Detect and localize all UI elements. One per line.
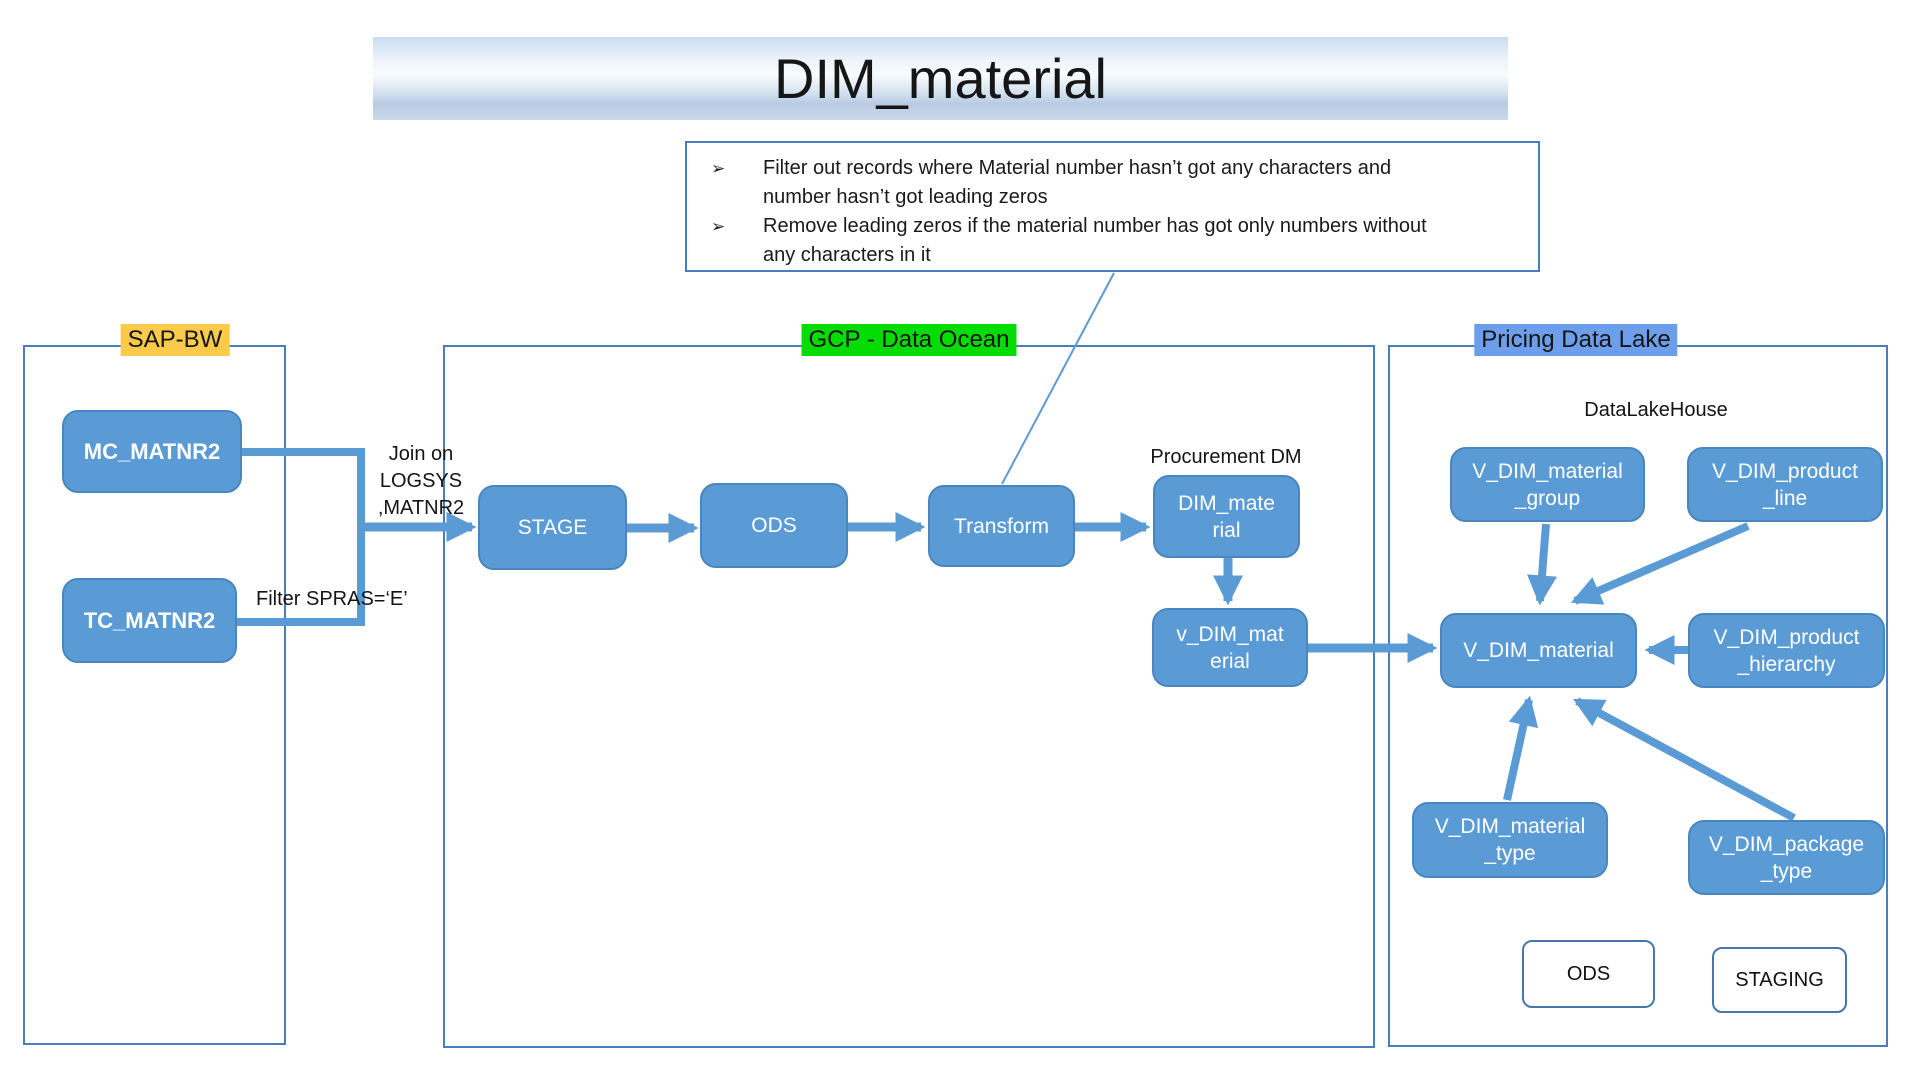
node-v-dim-material-group: V_DIM_material _group [1450,447,1645,522]
node-tc-matnr2: TC_MATNR2 [62,578,237,663]
store-ods: ODS [1522,940,1655,1008]
note-bullet-1-text: Filter out records where Material number… [763,157,1392,208]
note-bullet-2: ➢ Remove leading zeros if the material n… [711,212,1520,270]
node-stage: STAGE [478,485,627,570]
zone-label-sap-bw: SAP-BW [120,324,230,356]
transform-notes-box: ➢ Filter out records where Material numb… [685,141,1540,272]
procurement-dm-label: Procurement DM [1150,446,1302,468]
zone-label-pricing-data-lake: Pricing Data Lake [1474,324,1678,356]
zone-label-gcp-data-ocean: GCP - Data Ocean [801,324,1017,356]
filter-condition-label: Filter SPRAS=‘E’ [256,588,408,610]
bullet-arrow-icon: ➢ [711,159,726,178]
note-bullet-1: ➢ Filter out records where Material numb… [711,154,1520,212]
node-v-dim-product-line: V_DIM_product _line [1687,447,1883,522]
page-title: DIM_material [373,37,1508,120]
node-transform: Transform [928,485,1075,567]
node-v-dim-product-hierarchy: V_DIM_product _hierarchy [1688,613,1885,688]
node-v-dim-material: V_DIM_material [1440,613,1637,688]
store-staging: STAGING [1712,947,1847,1013]
node-ods: ODS [700,483,848,568]
join-condition-label: Join on LOGSYS ,MATNR2 [377,443,465,519]
datalakehouse-label: DataLakeHouse [1584,399,1728,421]
node-mc-matnr2: MC_MATNR2 [62,410,242,493]
note-bullet-2-text: Remove leading zeros if the material num… [763,215,1427,266]
node-v-dim-package-type: V_DIM_package _type [1688,820,1885,895]
node-v-dim-material-type: V_DIM_material _type [1412,802,1608,878]
bullet-arrow-icon: ➢ [711,217,726,236]
node-v-dim-material-dm: v_DIM_mat erial [1152,608,1308,687]
node-dim-material: DIM_mate rial [1153,475,1300,558]
